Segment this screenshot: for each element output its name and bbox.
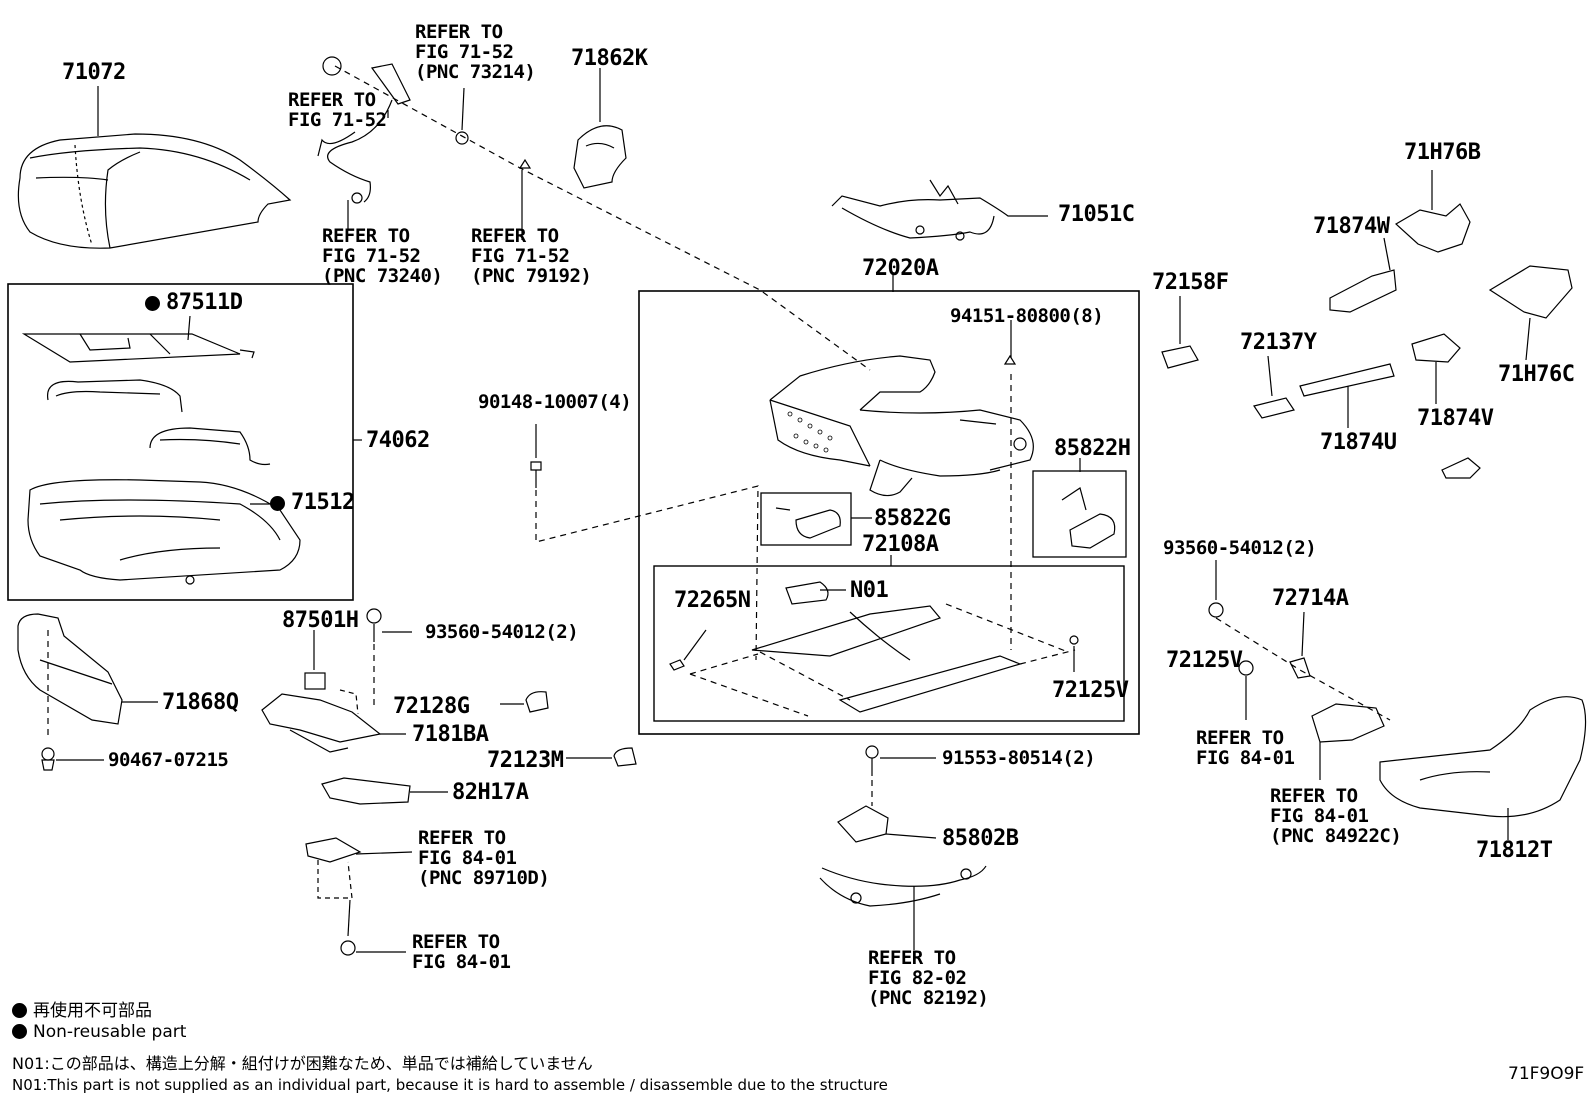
- part-label-94151[interactable]: 94151-80800(8): [950, 305, 1104, 327]
- bracket-84922C: [1311, 703, 1385, 780]
- part-label-72125V-inner[interactable]: 72125V: [1052, 678, 1129, 703]
- part-label-90467[interactable]: 90467-07215: [108, 749, 229, 771]
- part-71H76B: [1394, 170, 1471, 253]
- part-label-85802B[interactable]: 85802B: [942, 826, 1019, 851]
- refer-label-84-01-right[interactable]: REFER TO FIG 84-01: [1196, 727, 1295, 769]
- part-71874U: [1299, 363, 1395, 428]
- part-label-71874V[interactable]: 71874V: [1417, 406, 1494, 431]
- legend-dot: [12, 1024, 27, 1039]
- part-label-N01[interactable]: N01: [850, 578, 889, 603]
- part-label-71812T[interactable]: 71812T: [1476, 838, 1553, 863]
- part-label-7181BA[interactable]: 7181BA: [412, 722, 489, 747]
- part-72123M: [566, 747, 637, 767]
- seat-heater-mat-87511D: [21, 315, 255, 363]
- part-72714A: [1289, 611, 1311, 679]
- bolt-84-01: [340, 940, 406, 956]
- seat-track-72108A: [669, 581, 1079, 717]
- legend-nonreusable-jp: 再使用不可部品: [12, 996, 152, 1021]
- part-label-71862K[interactable]: 71862K: [571, 46, 648, 71]
- seat-belt-anchor-assembly: [317, 56, 532, 240]
- bolt-72125V-right: [1238, 660, 1254, 720]
- part-label-87511D[interactable]: 87511D: [145, 292, 243, 314]
- part-label-71H76C[interactable]: 71H76C: [1498, 362, 1575, 387]
- shield-71862K: [573, 68, 627, 189]
- refer-label-89710D[interactable]: REFER TO FIG 84-01 (PNC 89710D): [418, 827, 550, 889]
- refer-label-79192[interactable]: REFER TO FIG 71-52 (PNC 79192): [471, 225, 592, 287]
- bolt-93560-left: [366, 608, 412, 642]
- part-label-71512[interactable]: 71512: [270, 492, 355, 514]
- part-label-71H76B[interactable]: 71H76B: [1404, 140, 1481, 165]
- box-85822H: [1032, 470, 1127, 558]
- non-reusable-marker: [270, 496, 285, 511]
- part-label-72123M[interactable]: 72123M: [487, 748, 564, 773]
- refer-label-73214[interactable]: REFER TO FIG 71-52 (PNC 73214): [415, 21, 536, 83]
- part-label-72158F[interactable]: 72158F: [1152, 270, 1229, 295]
- part-label-71868Q[interactable]: 71868Q: [162, 690, 239, 715]
- cover-71868Q: [17, 613, 158, 725]
- part-label-74062[interactable]: 74062: [366, 428, 430, 453]
- part-72128G: [500, 691, 549, 713]
- part-label-72108A[interactable]: 72108A: [862, 532, 939, 557]
- part-72137Y: [1253, 355, 1295, 419]
- motor-85822H: [1061, 458, 1116, 549]
- motor-85822G: [775, 507, 872, 539]
- part-71874W: [1329, 237, 1397, 313]
- part-71H76C: [1488, 265, 1573, 361]
- refer-label-73240[interactable]: REFER TO FIG 71-52 (PNC 73240): [322, 225, 443, 287]
- part-label-85822H[interactable]: 85822H: [1054, 436, 1131, 461]
- part-label-71072[interactable]: 71072: [62, 60, 126, 85]
- part-label-72020A[interactable]: 72020A: [862, 256, 939, 281]
- part-82H17A: [321, 777, 448, 805]
- ecu-85802B: [837, 805, 937, 843]
- seat-cushion-cover-71072: [17, 86, 292, 249]
- legend-n01-en: N01:This part is not supplied as an indi…: [12, 1076, 888, 1094]
- part-label-90148[interactable]: 90148-10007(4): [478, 391, 632, 413]
- part-87501H: [304, 672, 326, 690]
- part-label-72714A[interactable]: 72714A: [1272, 586, 1349, 611]
- box-85822G: [760, 492, 852, 546]
- clip-90467: [41, 747, 104, 771]
- bolt-90148: [530, 424, 542, 488]
- legend-nonreusable-en: Non-reusable part: [12, 1022, 186, 1042]
- refer-label-84-01-bolt[interactable]: REFER TO FIG 84-01: [412, 931, 511, 973]
- part-label-71874U[interactable]: 71874U: [1320, 430, 1397, 455]
- refer-label-82192[interactable]: REFER TO FIG 82-02 (PNC 82192): [868, 947, 989, 1009]
- bolt-93560-right: [1208, 560, 1224, 618]
- part-label-72137Y[interactable]: 72137Y: [1240, 330, 1317, 355]
- part-label-93560-left[interactable]: 93560-54012(2): [425, 621, 579, 643]
- part-71874V: [1411, 333, 1481, 479]
- shield-71812T: [1379, 696, 1587, 840]
- part-72158F: [1161, 296, 1199, 369]
- part-label-93560-right[interactable]: 93560-54012(2): [1163, 537, 1317, 559]
- part-label-72128G[interactable]: 72128G: [393, 694, 470, 719]
- part-label-85822G[interactable]: 85822G: [874, 506, 951, 531]
- refer-label-84922C[interactable]: REFER TO FIG 84-01 (PNC 84922C): [1270, 785, 1402, 847]
- legend-n01-jp: N01:この部品は、構造上分解・組付けが困難なため、単品では補給していません: [12, 1054, 593, 1073]
- refer-label-fig-71-52[interactable]: REFER TO FIG 71-52: [288, 89, 387, 131]
- bolt-91553: [865, 745, 936, 776]
- part-label-91553[interactable]: 91553-80514(2): [942, 747, 1096, 769]
- harness-82192: [819, 865, 987, 950]
- figure-code: 71F9O9F: [1508, 1064, 1585, 1084]
- box-72020A: [638, 290, 1140, 735]
- part-label-71051C[interactable]: 71051C: [1058, 202, 1135, 227]
- box-74062: [7, 283, 354, 601]
- part-label-82H17A[interactable]: 82H17A: [452, 780, 529, 805]
- part-label-71874W[interactable]: 71874W: [1313, 214, 1390, 239]
- part-label-87501H[interactable]: 87501H: [282, 608, 359, 633]
- connector-89710D: [305, 837, 413, 937]
- bracket-7181BA: [261, 689, 406, 753]
- seat-cushion-pad-71512: [27, 479, 301, 585]
- wire-harness-71051C: [831, 179, 1048, 241]
- part-label-72265N[interactable]: 72265N: [674, 588, 751, 613]
- part-label-72125V-right[interactable]: 72125V: [1166, 648, 1243, 673]
- seat-frame-72020A: [769, 354, 1034, 497]
- legend-dot: [12, 1003, 27, 1018]
- non-reusable-marker: [145, 296, 160, 311]
- cushion-harness-74062: [46, 379, 271, 466]
- box-72108A: [653, 565, 1125, 722]
